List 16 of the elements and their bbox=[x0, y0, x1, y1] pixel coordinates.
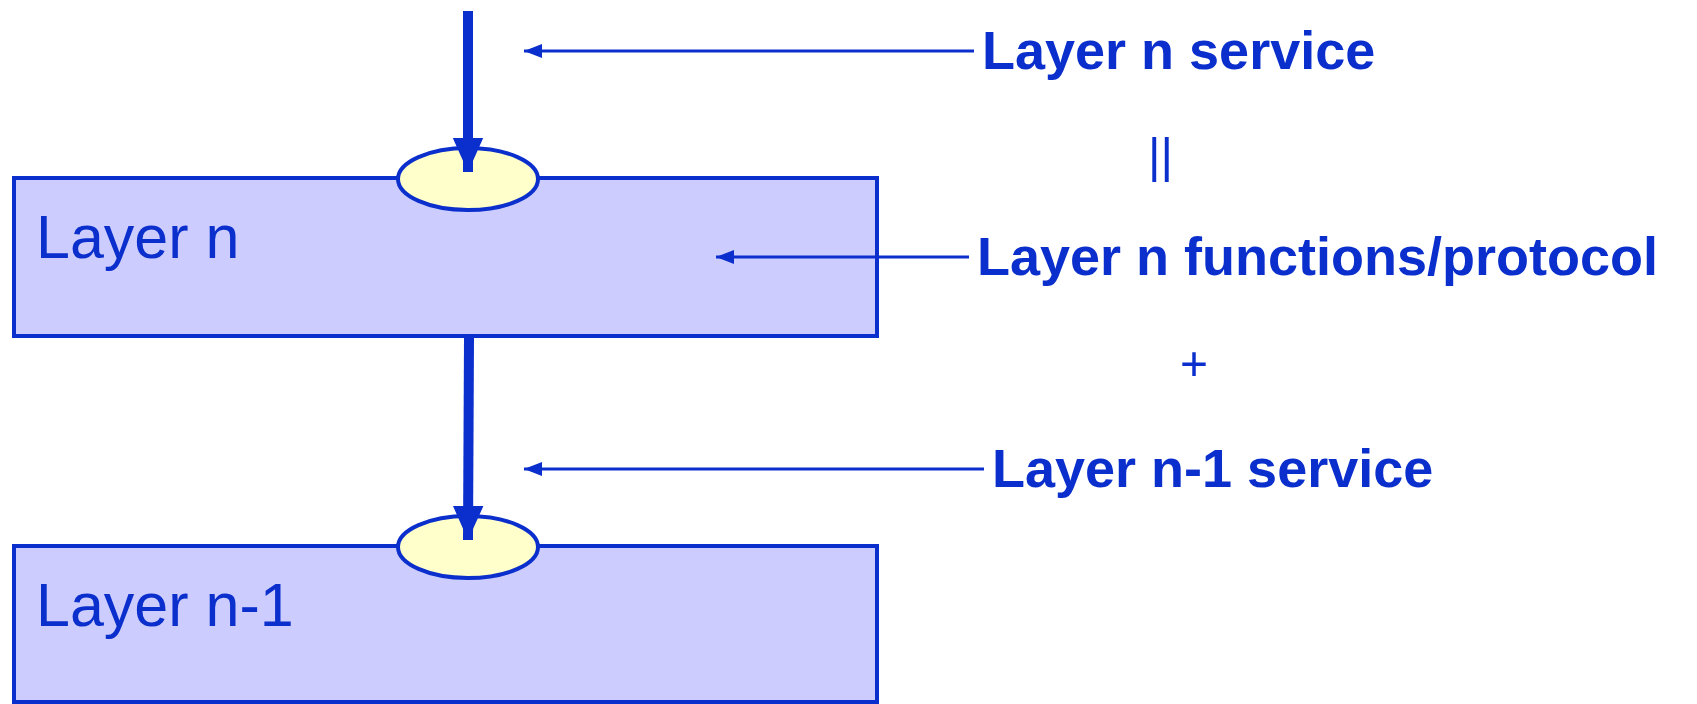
annotation-text: Layer n-1 service bbox=[992, 439, 1472, 499]
layer-name: Layer n-1 bbox=[36, 570, 294, 640]
arrow bbox=[452, 11, 484, 172]
service-access-point-ellipse bbox=[396, 146, 540, 212]
annotation-text: Layer n functions/protocol bbox=[977, 227, 1693, 287]
annotation-text: Layer n service bbox=[982, 21, 1422, 81]
arrow bbox=[452, 338, 484, 540]
arrow bbox=[524, 462, 984, 476]
arrow bbox=[524, 44, 974, 58]
plus-sign: + bbox=[1180, 336, 1209, 391]
equivalence-sign: || bbox=[1148, 128, 1173, 183]
arrow bbox=[716, 250, 969, 264]
layer-box bbox=[12, 176, 879, 338]
layer-box bbox=[12, 544, 879, 704]
layer-name: Layer n bbox=[36, 202, 240, 272]
service-access-point-ellipse bbox=[396, 514, 540, 580]
